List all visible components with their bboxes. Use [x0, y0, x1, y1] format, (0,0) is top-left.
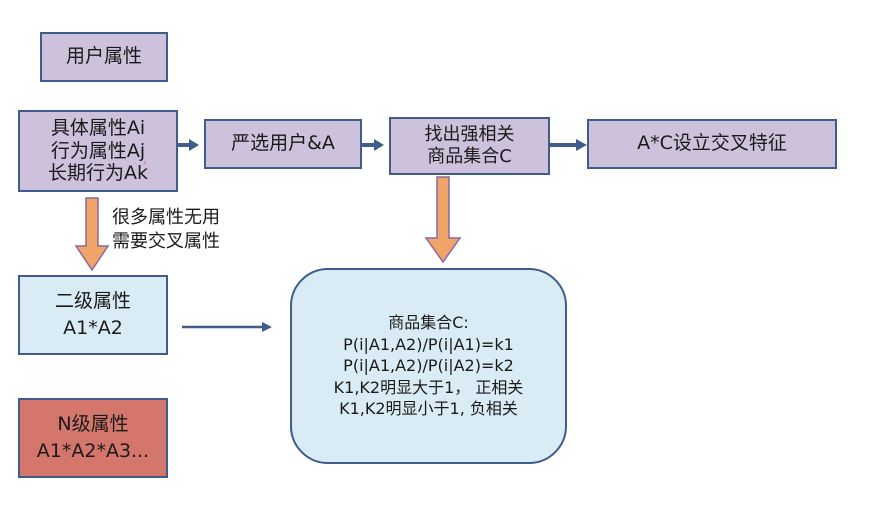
arrow-find-to-cross — [550, 139, 587, 151]
down-arrow-to-second-level — [74, 197, 110, 272]
behavior-attr-line: 行为属性Aj — [50, 139, 146, 162]
set-c-negative-correlation: K1,K2明显小于1, 负相关 — [339, 399, 518, 419]
arrow-select-to-find — [362, 139, 384, 151]
product-set-c-box: 商品集合C: P(i|A1,A2)/P(i|A1)=k1 P(i|A1,A2)/… — [290, 268, 567, 464]
second-level-attribute-box: 二级属性 A1*A2 — [18, 275, 168, 355]
set-c-title: 商品集合C: — [388, 313, 469, 333]
set-c-formula-k2: P(i|A1,A2)/P(i|A2)=k2 — [343, 356, 514, 376]
down-arrow-to-set-c — [424, 176, 462, 264]
find-related-box: 找出强相关 商品集合C — [389, 117, 550, 175]
cross-feature-label: A*C设立交叉特征 — [637, 132, 787, 155]
cross-feature-box: A*C设立交叉特征 — [587, 119, 837, 169]
select-users-box: 严选用户&A — [204, 119, 362, 169]
long-term-behavior-line: 长期行为Ak — [47, 162, 148, 185]
set-c-positive-correlation: K1,K2明显大于1， 正相关 — [333, 377, 524, 397]
attribute-note: 很多属性无用 需要交叉属性 — [112, 206, 220, 255]
arrow-specific-to-select — [178, 139, 199, 151]
user-attribute-box: 用户属性 — [40, 32, 168, 82]
second-level-title: 二级属性 — [54, 290, 131, 313]
select-users-label: 严选用户&A — [231, 132, 335, 155]
specific-attr-line: 具体属性Ai — [50, 116, 146, 139]
set-c-formula-k1: P(i|A1,A2)/P(i|A1)=k1 — [343, 334, 514, 354]
arrow-second-to-setc — [182, 322, 272, 332]
n-level-formula: A1*A2*A3... — [36, 440, 150, 462]
second-level-formula: A1*A2 — [63, 317, 123, 339]
note-line1: 很多属性无用 — [112, 207, 220, 228]
n-level-attribute-box: N级属性 A1*A2*A3... — [18, 398, 168, 478]
n-level-title: N级属性 — [57, 413, 129, 436]
find-related-line1: 找出强相关 — [424, 124, 515, 146]
user-attribute-label: 用户属性 — [65, 45, 142, 68]
note-line2: 需要交叉属性 — [112, 231, 220, 253]
find-related-line2: 商品集合C — [427, 146, 512, 167]
specific-attributes-box: 具体属性Ai 行为属性Aj 长期行为Ak — [18, 110, 178, 192]
